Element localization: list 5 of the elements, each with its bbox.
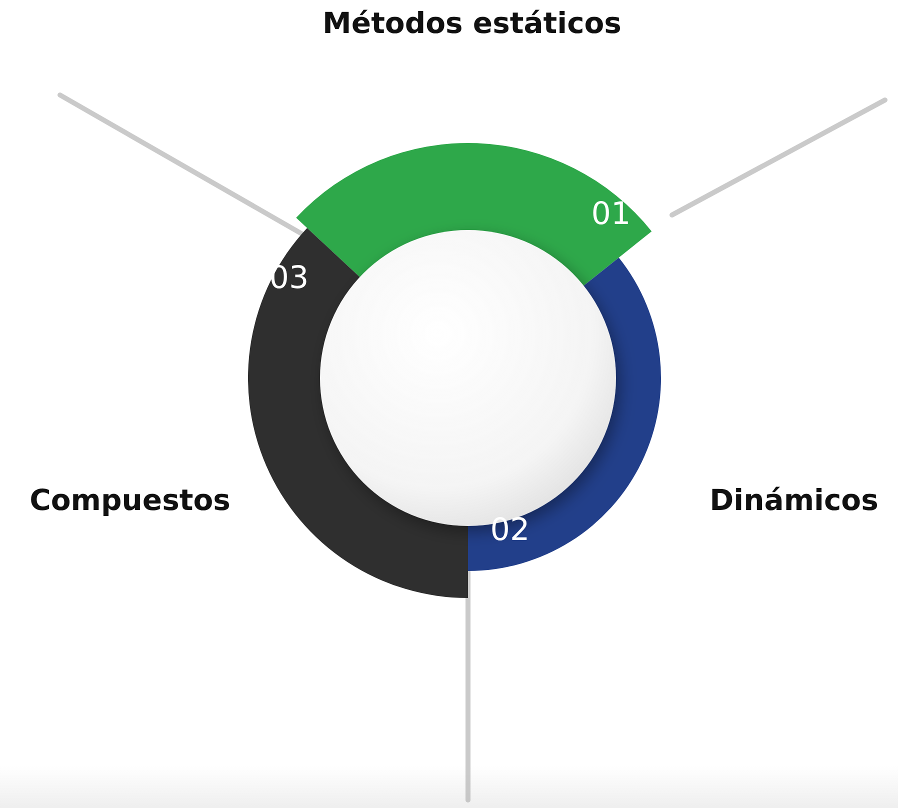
segment-heading: Métodos estáticos bbox=[322, 5, 622, 42]
step-number: 01 bbox=[591, 196, 631, 232]
step-number: 02 bbox=[490, 512, 530, 548]
segment-heading: Compuestos bbox=[28, 482, 232, 518]
segment-heading: Dinámicos bbox=[708, 482, 880, 518]
